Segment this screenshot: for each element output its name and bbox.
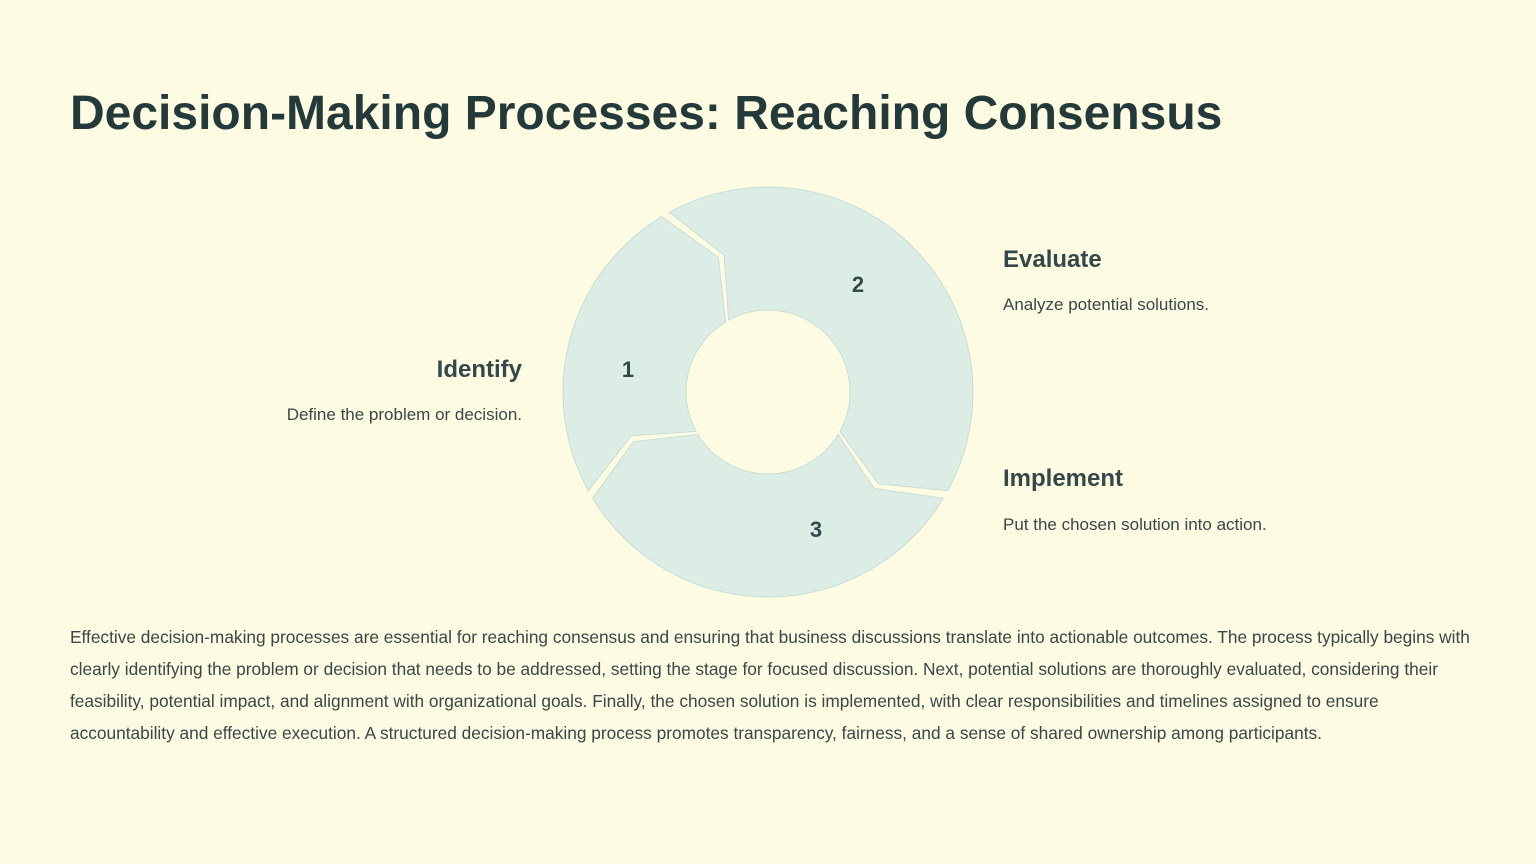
body-paragraph: Effective decision-making processes are … (70, 627, 1470, 743)
segment-number-3: 3 (810, 517, 822, 542)
step-heading-implement: Implement (1003, 465, 1124, 492)
cycle-segment-evaluate (668, 186, 974, 492)
step-heading-evaluate: Evaluate (1003, 246, 1102, 273)
step-heading-identify: Identify (436, 356, 522, 383)
step-description-evaluate: Analyze potential solutions. (1003, 295, 1210, 314)
segment-number-1: 1 (622, 357, 634, 382)
step-description-identify: Define the problem or decision. (286, 405, 522, 424)
page-title: Decision-Making Processes: Reaching Cons… (70, 87, 1223, 140)
segment-number-2: 2 (852, 272, 864, 297)
cycle-segment-identify (562, 216, 727, 492)
step-description-implement: Put the chosen solution into action. (1003, 515, 1267, 534)
cycle-segment-implement (592, 433, 945, 598)
